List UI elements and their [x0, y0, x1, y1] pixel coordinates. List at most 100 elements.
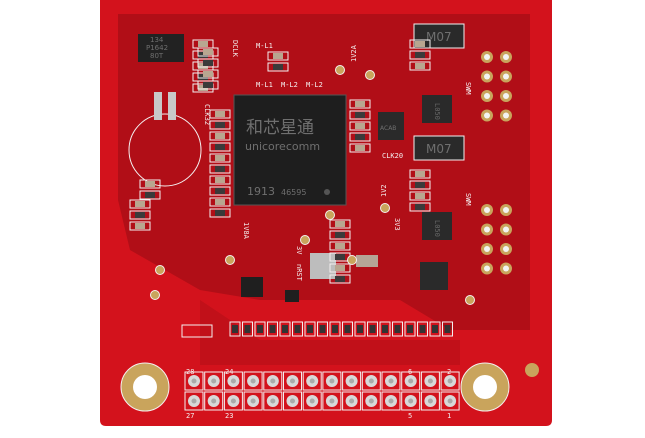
- passive-outline: [409, 61, 431, 71]
- passive-outline: [409, 191, 431, 201]
- passive-component: [215, 111, 225, 117]
- header-pin-outline: [381, 391, 401, 411]
- passive-component: [215, 166, 225, 172]
- label-l050a: L050: [433, 103, 441, 120]
- header-pin-outline: [283, 391, 302, 411]
- resistor: [344, 325, 351, 333]
- passive-outline: [209, 142, 231, 152]
- header-pin-outline: [204, 371, 224, 391]
- passive-outline: [209, 197, 231, 207]
- header-pin-hole: [388, 398, 394, 404]
- passive-component: [145, 181, 155, 187]
- side-header-pin-hole: [484, 73, 490, 80]
- resistor: [319, 325, 326, 333]
- passive-component: [355, 123, 365, 129]
- label-swm-bot: SWM: [464, 193, 472, 206]
- passive-outline: [409, 169, 431, 179]
- passive-component: [415, 182, 425, 188]
- passive-component: [415, 52, 425, 58]
- resistor-outline: [329, 321, 341, 337]
- header-pin-hole: [408, 398, 414, 404]
- header-pin-hole: [309, 378, 315, 384]
- header-pin-outline: [322, 371, 342, 391]
- header-pin-outline: [223, 391, 243, 411]
- pin-label-27: 27: [186, 412, 194, 420]
- header-pin-hole: [427, 398, 433, 404]
- diode-2: M07: [413, 135, 465, 161]
- header-pin-hole: [230, 398, 236, 404]
- passive-outline: [209, 153, 231, 163]
- label-clk32: CLK32: [203, 104, 211, 125]
- header-pin-outline: [401, 391, 421, 411]
- passive-outline: [409, 202, 431, 212]
- side-header-pin-hole: [484, 54, 490, 60]
- label-3v3: 3V3: [393, 218, 401, 231]
- header-pin-hole: [309, 398, 315, 404]
- resistor-outline: [429, 321, 441, 337]
- resistor: [382, 325, 388, 333]
- chip-brand-cn: 和芯星通: [246, 118, 314, 138]
- header-pin-outline: [204, 391, 224, 411]
- test-point: [347, 255, 357, 265]
- header-pin-hole: [191, 378, 197, 384]
- diode-2-label: M07: [426, 142, 452, 156]
- passive-outline: [329, 241, 351, 251]
- resistor-pair-outline: [181, 324, 213, 338]
- passive-outline: [329, 263, 351, 273]
- passive-outline: [349, 132, 371, 142]
- passive-outline: [197, 69, 219, 79]
- header-pin-outline: [243, 371, 263, 391]
- passive-component: [215, 122, 225, 128]
- passive-component: [335, 254, 345, 260]
- passive-outline: [267, 62, 289, 72]
- header-pin-hole: [211, 378, 217, 384]
- test-point: [335, 65, 345, 75]
- side-header-pin-hole: [484, 207, 490, 213]
- label-ml1: M-L1: [256, 81, 273, 89]
- trace-region-lower: [200, 300, 460, 365]
- passive-component: [355, 145, 365, 151]
- side-header-pin-hole: [503, 73, 509, 80]
- passive-outline: [129, 221, 151, 231]
- resistor-outline: [442, 321, 453, 337]
- side-header-pin-hole: [503, 207, 509, 213]
- header-pin-hole: [329, 398, 335, 404]
- test-point: [380, 203, 390, 213]
- label-swm-top: SWM: [464, 82, 472, 95]
- header-pin-outline: [420, 391, 440, 411]
- resistor-outline: [292, 321, 303, 337]
- passive-component: [203, 49, 213, 55]
- test-point: [465, 295, 475, 305]
- header-pin-outline: [184, 371, 204, 391]
- header-pin-hole: [211, 398, 217, 404]
- chip-code-2: 46595: [281, 188, 306, 197]
- passive-outline: [349, 121, 371, 131]
- header-pin-outline: [342, 391, 362, 411]
- passive-component: [203, 71, 213, 77]
- passive-outline: [197, 58, 219, 68]
- mounting-hole-center: [133, 375, 157, 399]
- label-ml2a: M-L2: [281, 81, 298, 89]
- ic-text-1: 134: [150, 36, 164, 44]
- silk-labels: DCLK M-L1 M-L1 M-L2 M-L2 CLK32 CLK20 1V2…: [203, 40, 472, 282]
- resistor: [282, 325, 288, 333]
- ic-text-3: 80T: [150, 52, 164, 60]
- label-l050b: L050: [433, 220, 441, 237]
- passive-outline: [209, 164, 231, 174]
- label-3v: 3V: [295, 246, 303, 255]
- chip-code-1: 1913: [247, 185, 275, 198]
- passive-outline: [329, 230, 351, 240]
- passive-component: [335, 243, 345, 249]
- resistor: [269, 325, 276, 333]
- header-pin-outline: [283, 371, 302, 391]
- label-1v8: 1V8A: [242, 222, 250, 240]
- ic-text-2: P1642: [146, 44, 168, 52]
- passive-outline: [139, 190, 161, 200]
- regulator: ACAB: [378, 112, 404, 140]
- resistor: [257, 325, 263, 333]
- passive-component: [215, 210, 225, 216]
- test-point: [225, 255, 235, 265]
- passive-component: [215, 188, 225, 194]
- passive-outline: [409, 180, 431, 190]
- header-pin-outline: [361, 391, 381, 411]
